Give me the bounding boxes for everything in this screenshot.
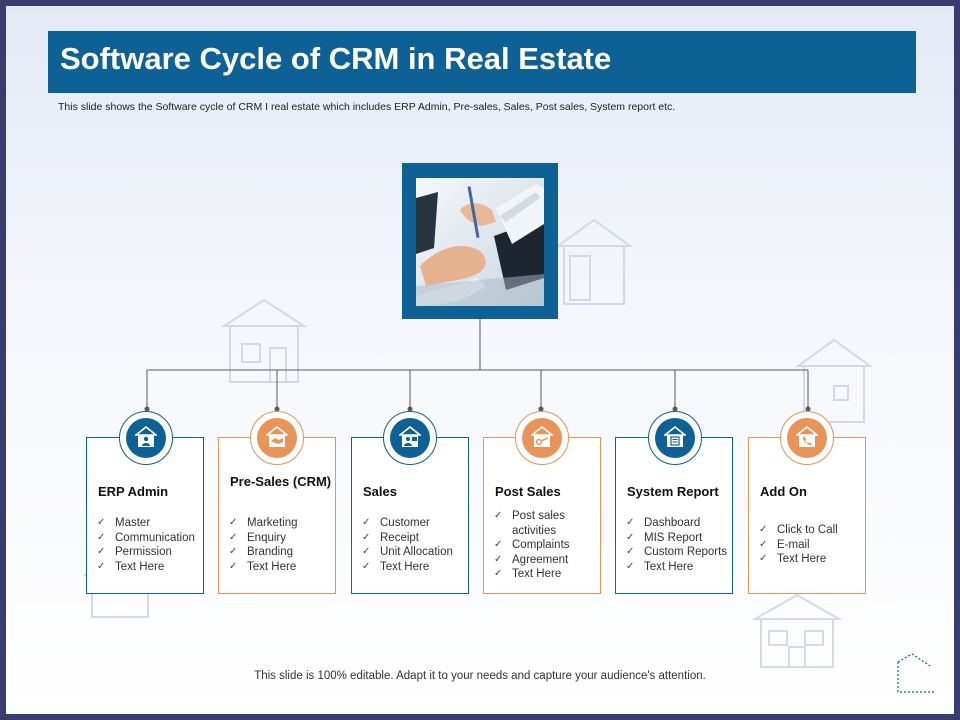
card-title: Post Sales — [495, 484, 561, 499]
page-title: Software Cycle of CRM in Real Estate — [60, 41, 612, 76]
list-item: ✓Communication — [97, 531, 195, 544]
card-icon-badge — [383, 411, 437, 465]
connector-lines — [144, 319, 811, 412]
list-item: ✓Permission — [97, 546, 172, 558]
check-icon: ✓ — [97, 546, 106, 557]
photo-frame — [402, 163, 558, 319]
check-icon: ✓ — [626, 546, 635, 557]
check-icon: ✓ — [362, 517, 371, 528]
check-icon: ✓ — [229, 546, 238, 557]
list-item: ✓Text Here — [362, 560, 430, 573]
check-icon: ✓ — [759, 538, 768, 550]
house-user-icon — [135, 426, 157, 447]
card-sales: Sales ✓Customer ✓Receipt ✓Unit Allocatio… — [351, 437, 469, 594]
house-phone-icon — [796, 426, 818, 447]
check-icon: ✓ — [759, 553, 768, 564]
card-icon-badge — [250, 411, 304, 465]
check-icon: ✓ — [362, 560, 371, 572]
card-icon-badge — [119, 411, 173, 465]
card-list: ✓Marketing ✓Enquiry ✓Branding ✓Text Here — [229, 516, 298, 574]
list-item: ✓Customer — [362, 517, 430, 529]
list-item: ✓Custom Reports — [626, 546, 728, 558]
check-icon: ✓ — [626, 517, 635, 528]
list-item: ✓Post sales activities — [494, 510, 566, 537]
card-list: ✓Master ✓Communication ✓Permission ✓Text… — [97, 516, 195, 574]
card-title: ERP Admin — [98, 484, 169, 499]
card-icon-badge — [780, 411, 834, 465]
list-item: ✓Dashboard — [626, 517, 701, 529]
list-item: ✓Branding — [229, 546, 294, 558]
house-agent-icon — [399, 426, 421, 447]
background-house-icon — [554, 218, 634, 305]
house-handshake-icon — [266, 426, 288, 447]
list-item: ✓Text Here — [626, 560, 694, 573]
check-icon: ✓ — [626, 560, 635, 572]
house-report-icon — [664, 426, 686, 447]
check-icon: ✓ — [229, 531, 238, 543]
page-subtitle: This slide shows the Software cycle of C… — [58, 101, 676, 113]
check-icon: ✓ — [97, 560, 106, 572]
card-list: ✓Click to Call ✓E-mail ✓Text Here — [759, 523, 838, 567]
list-item: ✓Master — [97, 517, 151, 529]
list-item: ✓Text Here — [229, 560, 297, 573]
card-icon-badge — [648, 411, 702, 465]
check-icon: ✓ — [759, 524, 768, 535]
business-handshake-photo — [416, 178, 544, 306]
list-item: ✓Click to Call — [759, 524, 838, 536]
list-item: ✓Marketing — [229, 517, 298, 529]
check-icon: ✓ — [97, 517, 106, 528]
list-item: ✓Enquiry — [229, 531, 286, 544]
house-key-icon — [531, 426, 553, 447]
footer-note: This slide is 100% editable. Adapt it to… — [254, 670, 706, 682]
card-title: Sales — [363, 484, 397, 499]
list-item: ✓E-mail — [759, 538, 810, 551]
card-list: ✓Dashboard ✓MIS Report ✓Custom Reports ✓… — [626, 516, 727, 574]
check-icon: ✓ — [494, 539, 503, 550]
check-icon: ✓ — [626, 531, 635, 543]
title-bar: Software Cycle of CRM in Real Estate — [48, 31, 916, 93]
check-icon: ✓ — [494, 553, 503, 565]
card-list: ✓Customer ✓Receipt ✓Unit Allocation ✓Tex… — [362, 516, 453, 574]
card-title: System Report — [627, 484, 719, 499]
background-house-icon — [220, 298, 308, 383]
check-icon: ✓ — [97, 531, 106, 543]
list-item: ✓Complaints — [494, 539, 570, 551]
check-icon: ✓ — [229, 517, 238, 528]
list-item: ✓Text Here — [494, 568, 562, 580]
check-icon: ✓ — [362, 531, 371, 543]
background-house-icon — [751, 593, 843, 668]
list-item: ✓Text Here — [759, 553, 827, 565]
check-icon: ✓ — [494, 568, 503, 579]
card-title: Add On — [760, 484, 807, 499]
check-icon: ✓ — [229, 560, 238, 572]
slide: Software Cycle of CRM in Real Estate Thi… — [6, 6, 954, 714]
list-item: ✓Agreement — [494, 553, 569, 566]
card-title: Pre-Sales (CRM) — [230, 474, 332, 489]
list-item: ✓Unit Allocation — [362, 546, 453, 558]
card-list: ✓Post sales activities ✓Complaints ✓Agre… — [494, 509, 578, 582]
card-icon-badge — [515, 411, 569, 465]
list-item: ✓Text Here — [97, 560, 165, 573]
check-icon: ✓ — [494, 510, 503, 521]
house-outline-icon — [897, 653, 934, 693]
background-house-icon — [794, 338, 874, 423]
list-item: ✓MIS Report — [626, 531, 703, 544]
check-icon: ✓ — [362, 546, 371, 557]
list-item: ✓Receipt — [362, 531, 419, 544]
